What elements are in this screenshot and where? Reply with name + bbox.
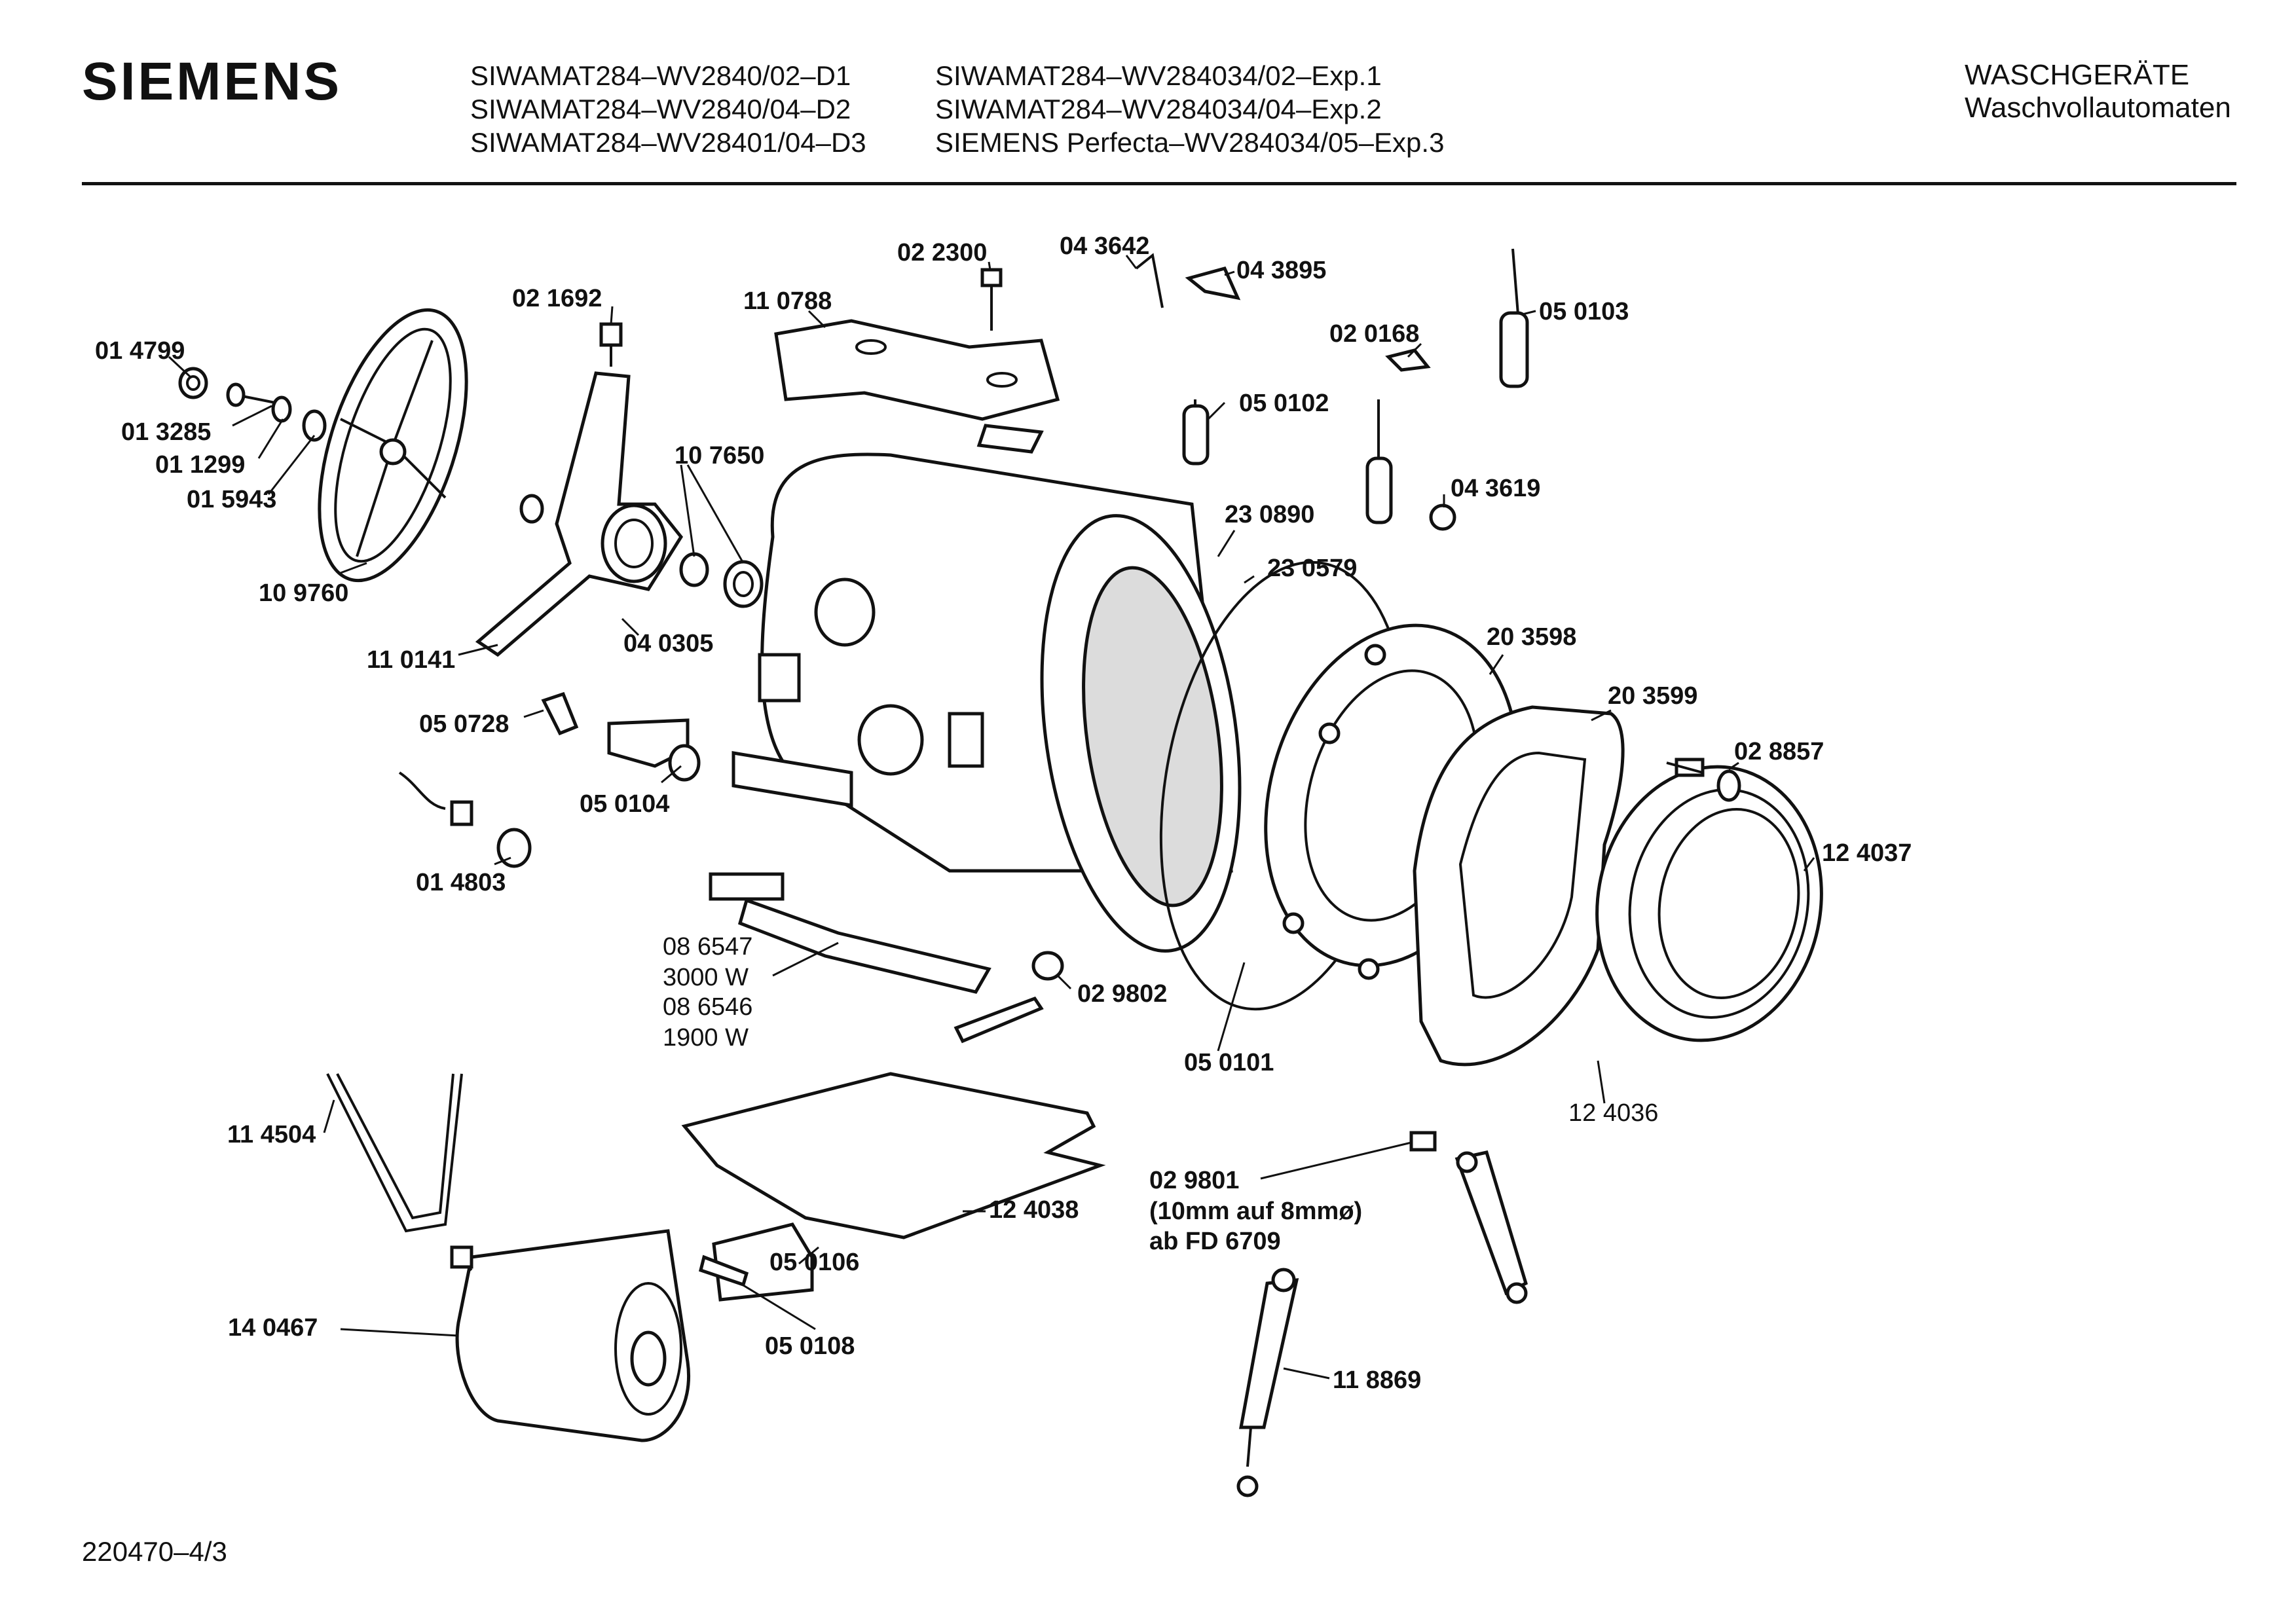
part-label: 12 4038 (989, 1196, 1079, 1224)
front-tub-ring-illustration (1413, 705, 1625, 1067)
part-label: 05 0106 (769, 1249, 859, 1276)
model-line: SIWAMAT284–WV2840/04–D2 (470, 94, 851, 124)
part-label: 04 3619 (1451, 475, 1540, 502)
part-label: 12 4037 (1822, 839, 1912, 867)
part-label: 02 9802 (1077, 980, 1167, 1008)
part-label: 10 9760 (259, 579, 348, 607)
header-rule (82, 182, 2236, 185)
part-label: 05 0104 (580, 790, 669, 818)
small-clips-illustration (398, 691, 1703, 868)
leader-lines (168, 255, 1815, 1380)
model-line: SIWAMAT284–WV28401/04–D3 (470, 127, 866, 158)
category-title: WASCHGERÄTE (1965, 59, 2190, 91)
part-label: 23 0579 (1267, 555, 1357, 582)
springs-illustration (1135, 248, 1529, 531)
part-labels: 01 4799 02 1692 11 0788 02 2300 04 3642 … (95, 232, 1912, 1394)
shock-absorbers-illustration (1236, 1131, 1528, 1497)
drum-pulley-illustration (318, 308, 468, 583)
part-label: 08 6547 (663, 933, 752, 961)
part-label: 08 6546 (663, 993, 752, 1021)
top-bracket-illustration (774, 268, 1060, 454)
part-label: 12 4036 (1568, 1099, 1658, 1127)
part-label: 01 5943 (187, 486, 276, 513)
part-label: 05 0108 (765, 1332, 855, 1360)
part-label: 01 4803 (416, 869, 506, 896)
model-list-left: SIWAMAT284–WV2840/02–D1 SIWAMAT284–WV284… (470, 59, 866, 159)
category-subtitle: Waschvollautomaten (1965, 92, 2231, 124)
part-label: 1900 W (663, 1024, 749, 1052)
part-label: 02 0168 (1329, 320, 1419, 348)
part-label: 05 0101 (1184, 1049, 1274, 1076)
part-label: 05 0103 (1539, 298, 1629, 325)
part-label: 11 4504 (227, 1121, 316, 1148)
part-label: (10mm auf 8mmø) (1149, 1198, 1362, 1225)
part-label: 02 2300 (897, 239, 987, 266)
part-label: 11 8869 (1333, 1366, 1421, 1394)
wash-drum-illustration (731, 452, 1242, 953)
model-line: SIWAMAT284–WV284034/02–Exp.1 (935, 60, 1382, 91)
part-label: 20 3599 (1608, 682, 1697, 710)
belt-illustration (326, 1073, 463, 1233)
model-list-right: SIWAMAT284–WV284034/02–Exp.1 SIWAMAT284–… (935, 59, 1444, 159)
model-line: SIWAMAT284–WV284034/04–Exp.2 (935, 94, 1382, 124)
category-block: WASCHGERÄTE Waschvollautomaten (1965, 59, 2231, 124)
base-plate-illustration (681, 1072, 1106, 1302)
part-label: 20 3598 (1487, 623, 1576, 651)
bearing-cross-illustration (475, 371, 684, 657)
part-label: 04 0305 (623, 630, 713, 657)
part-label: 02 8857 (1734, 738, 1824, 765)
model-line: SIEMENS Perfecta–WV284034/05–Exp.3 (935, 127, 1445, 158)
part-label: 23 0890 (1225, 501, 1314, 528)
part-label: 01 4799 (95, 337, 185, 365)
model-line: SIWAMAT284–WV2840/02–D1 (470, 60, 851, 91)
document-reference: 220470–4/3 (82, 1536, 227, 1567)
part-label: 05 0728 (419, 710, 509, 738)
part-label: 10 7650 (675, 442, 764, 469)
part-label: ab FD 6709 (1149, 1228, 1281, 1255)
part-label: 02 9801 (1149, 1167, 1239, 1194)
door-seal-illustration (1595, 758, 1823, 1042)
brand-logo: SIEMENS (82, 52, 343, 111)
part-label: 3000 W (663, 964, 749, 991)
motor-illustration (450, 1229, 749, 1442)
part-label: 02 1692 (512, 285, 602, 312)
part-label: 05 0102 (1239, 390, 1329, 417)
part-label: 04 3895 (1236, 257, 1326, 284)
part-label: 14 0467 (228, 1314, 318, 1342)
part-label: 11 0788 (743, 287, 832, 315)
part-label: 01 3285 (121, 418, 211, 446)
small-fastener-parts (178, 322, 764, 608)
part-label: 11 0141 (367, 646, 455, 674)
part-label: 01 1299 (155, 451, 245, 479)
heater-illustration (709, 872, 1064, 1044)
part-label: 04 3642 (1060, 232, 1149, 260)
